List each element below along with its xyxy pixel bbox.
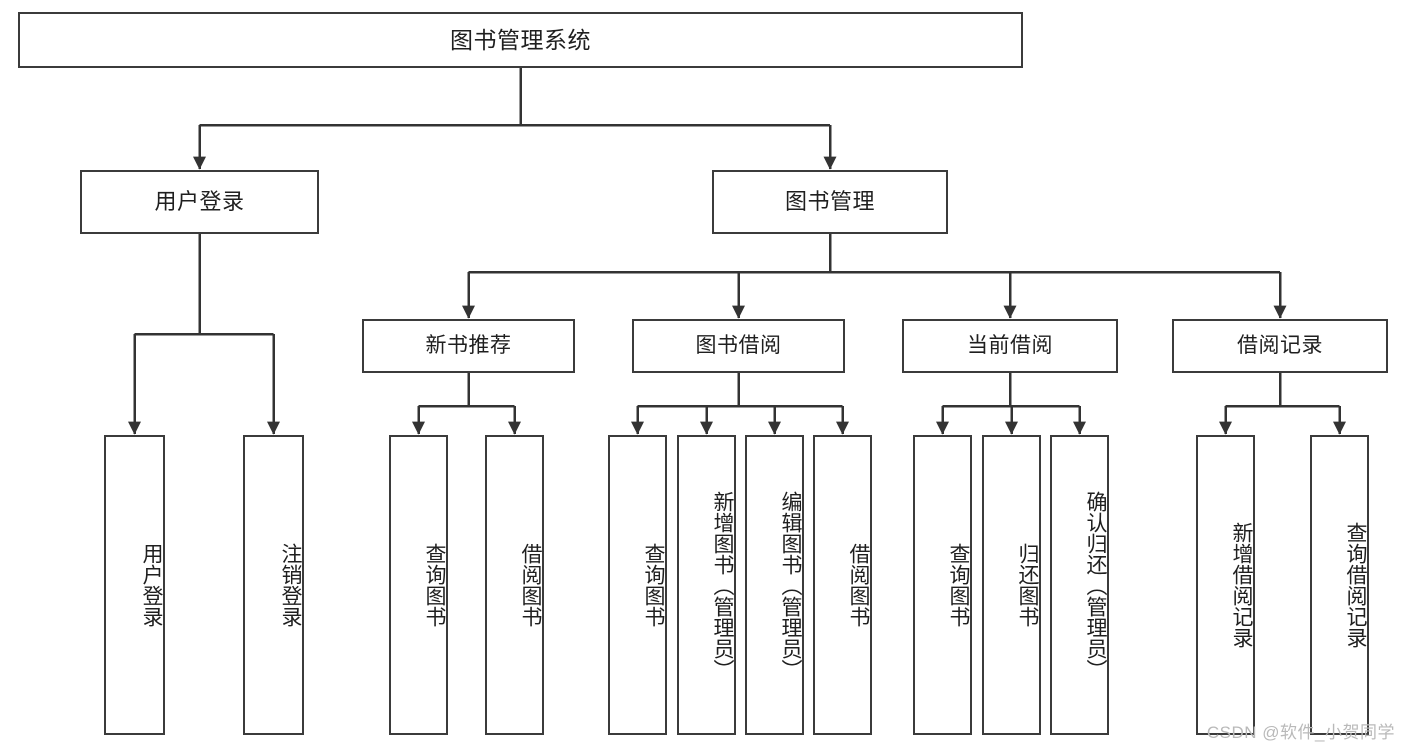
leaf-node-label: 编辑图书（管理员）	[779, 490, 802, 680]
node-new-book-recommend[interactable]: 新书推荐	[362, 319, 575, 373]
leaf-node[interactable]: 查询借阅记录	[1310, 435, 1369, 735]
leaf-node[interactable]: 确认归还（管理员）	[1050, 435, 1109, 735]
leaf-node-label: 注销登录	[279, 543, 302, 627]
node-book-borrow[interactable]: 图书借阅	[632, 319, 845, 373]
leaf-node[interactable]: 新增借阅记录	[1196, 435, 1255, 735]
leaf-node-label: 归还图书	[1016, 543, 1039, 627]
node-label: 借阅记录	[1237, 333, 1323, 357]
leaf-node-label: 用户登录	[140, 543, 163, 627]
node-label: 图书管理系统	[450, 26, 591, 53]
watermark-text: CSDN @软件_小贺同学	[1206, 723, 1395, 742]
leaf-node[interactable]: 编辑图书（管理员）	[745, 435, 804, 735]
leaf-node-label: 确认归还（管理员）	[1084, 490, 1107, 680]
leaf-node-label: 借阅图书	[519, 543, 542, 627]
leaf-node[interactable]: 新增图书（管理员）	[677, 435, 736, 735]
leaf-node[interactable]: 用户登录	[104, 435, 165, 735]
node-label: 当前借阅	[967, 333, 1053, 357]
node-borrow-record[interactable]: 借阅记录	[1172, 319, 1388, 373]
leaf-node-label: 新增借阅记录	[1230, 522, 1253, 648]
node-user-login[interactable]: 用户登录	[80, 170, 319, 234]
node-book-manage[interactable]: 图书管理	[712, 170, 948, 234]
leaf-node-label: 新增图书（管理员）	[711, 490, 734, 680]
node-current-borrow[interactable]: 当前借阅	[902, 319, 1118, 373]
leaf-node[interactable]: 注销登录	[243, 435, 304, 735]
leaf-node-label: 查询借阅记录	[1344, 522, 1367, 648]
node-root-system[interactable]: 图书管理系统	[18, 12, 1023, 68]
leaf-node[interactable]: 查询图书	[608, 435, 667, 735]
leaf-node[interactable]: 借阅图书	[813, 435, 872, 735]
leaf-node[interactable]: 借阅图书	[485, 435, 544, 735]
node-label: 图书借阅	[695, 333, 782, 357]
node-label: 新书推荐	[425, 333, 512, 357]
leaf-node[interactable]: 查询图书	[389, 435, 448, 735]
node-label: 用户登录	[154, 189, 245, 215]
leaf-node-label: 查询图书	[423, 543, 446, 627]
leaf-node[interactable]: 查询图书	[913, 435, 972, 735]
leaf-node-label: 借阅图书	[847, 543, 870, 627]
leaf-node[interactable]: 归还图书	[982, 435, 1041, 735]
node-label: 图书管理	[784, 189, 875, 215]
leaf-node-label: 查询图书	[642, 543, 665, 627]
leaf-node-label: 查询图书	[947, 543, 970, 627]
